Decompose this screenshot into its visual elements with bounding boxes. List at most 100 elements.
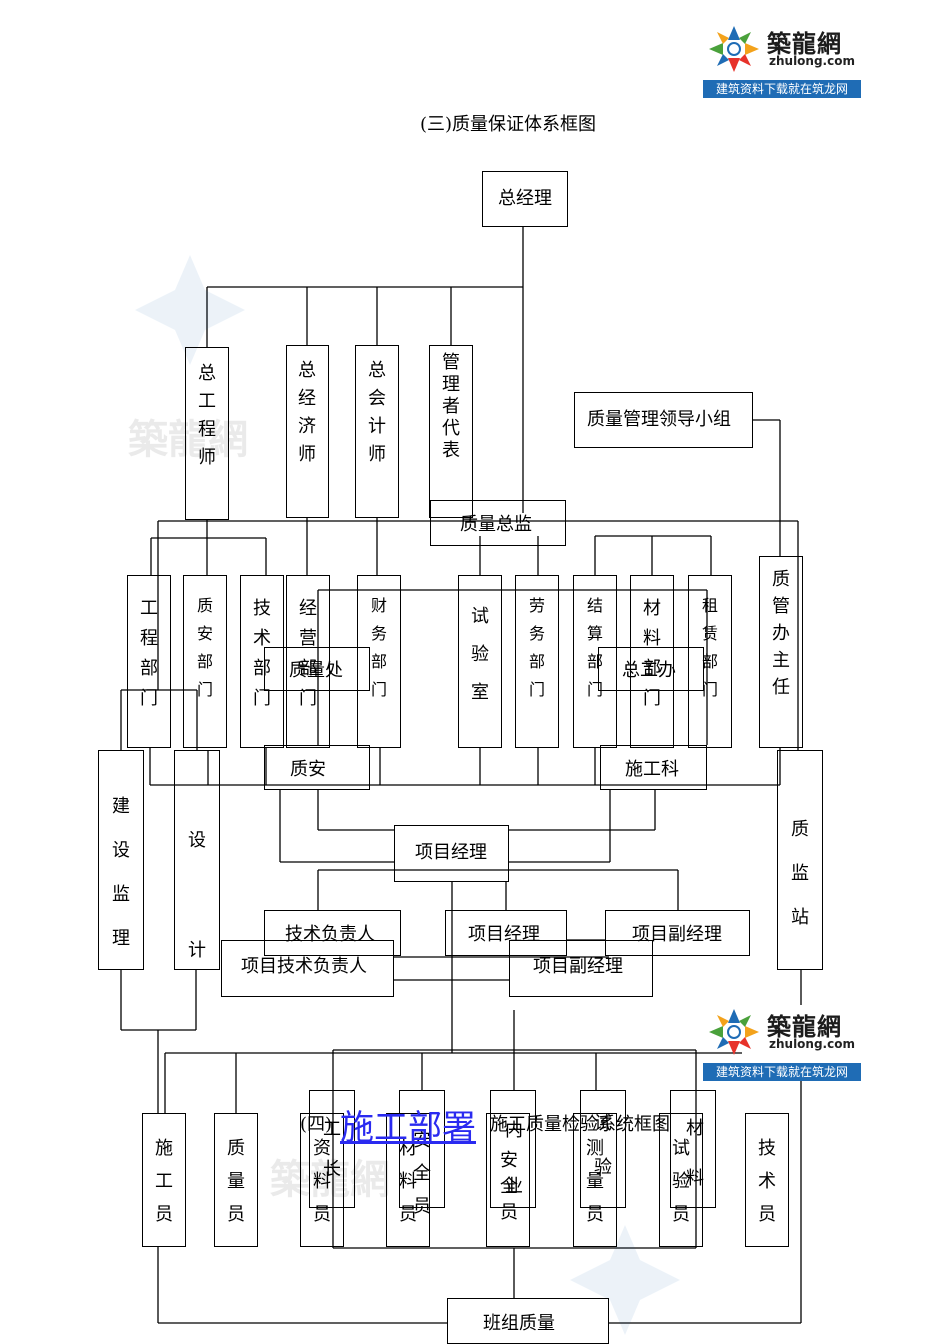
node-operations-dept-label: 经营部门: [299, 598, 317, 709]
node-construction-section: [600, 745, 707, 790]
node-mgmt-rep: [429, 345, 473, 518]
logo-tagline: 建筑资料下载就在筑龙网: [703, 80, 861, 98]
construction-deployment-link[interactable]: 施工部署: [340, 1108, 476, 1148]
node-project-manager: [394, 825, 509, 882]
node-finance-dept-label: 财务部门: [370, 596, 387, 699]
node-quality-safety-section: [264, 745, 370, 790]
node-deputy-pm-2: [509, 940, 653, 997]
node-project-tech-lead-label: 项目技术负责人: [241, 956, 367, 977]
node-chief-engineer: [185, 347, 229, 520]
node-quality-safety-dept: [183, 575, 227, 748]
node-quality-office-label: 质量处: [289, 660, 343, 681]
node-tester: [659, 1113, 703, 1247]
node-leasing-dept-label: 租赁部门: [701, 596, 718, 699]
node-materials-dept-label: 材料部门: [643, 598, 661, 709]
node-qc-director-label: 质管办主任: [772, 569, 790, 698]
node-mgmt-rep-label: 管理者代表: [442, 352, 460, 461]
node-chief-accountant: [355, 345, 399, 518]
node-supervision-label: 建设监理: [112, 796, 130, 949]
node-general-manager-label: 总经理: [498, 188, 552, 209]
node-internal-industry-label: 内业: [505, 1120, 523, 1197]
node-materials-label: 材料: [686, 1118, 704, 1189]
node-data-clerk-label: 资料员: [313, 1138, 331, 1225]
node-materials-clerk-label: 材料员: [399, 1138, 417, 1225]
node-deputy-pm-label: 项目副经理: [632, 924, 722, 945]
node-tech-lead: [264, 910, 401, 956]
node-chief-economist: [286, 345, 329, 518]
node-general-office-label: 总工办: [622, 660, 676, 681]
node-internal-industry: [486, 1113, 530, 1247]
node-technical-dept: [240, 575, 284, 748]
logo-domain: zhulong.com: [769, 1037, 855, 1051]
node-general-office: [598, 647, 704, 691]
node-quality-inspector-label: 质量员: [227, 1138, 245, 1225]
zhulong-logo-bottom: 築龍網 zhulong.com 建筑资料下载就在筑龙网: [703, 1003, 861, 1081]
node-general-manager: [482, 171, 568, 227]
node-leasing-dept: [688, 575, 732, 748]
node-engineering-dept-label: 工程部门: [140, 598, 158, 709]
node-foreman: [309, 1090, 355, 1208]
node-lab: [458, 575, 502, 748]
watermark-logo-2: [570, 1225, 680, 1335]
watermark-logo-1: [135, 255, 245, 365]
node-tech-lead-label: 技术负责人: [285, 924, 375, 945]
node-design: [174, 750, 220, 970]
node-quality-safety-dept-label: 质安部门: [196, 596, 213, 699]
watermark-text-2: 築龍網: [270, 1156, 390, 1203]
node-qc-director: [759, 556, 803, 748]
node-tester-label: 试验员: [672, 1138, 690, 1225]
node-foreman-label: 工长: [323, 1119, 341, 1180]
logo-name: 築龍網: [767, 1012, 842, 1041]
logo-name: 築龍網: [767, 29, 842, 58]
node-materials-clerk: [386, 1113, 430, 1247]
node-surveyor: [573, 1113, 617, 1247]
node-technician: [745, 1113, 789, 1247]
node-project-manager-label: 项目经理: [415, 842, 487, 863]
zhulong-mark-icon: [709, 26, 759, 72]
node-project-manager-2: [445, 910, 567, 956]
node-quality-inspector: [214, 1113, 258, 1247]
zhulong-logo-top: 築龍網 zhulong.com 建筑资料下载就在筑龙网: [703, 20, 861, 98]
node-safety-inspector-2-label: 安全员: [500, 1150, 518, 1223]
node-quality-group: [574, 392, 753, 448]
node-technical-dept-label: 技术部门: [253, 598, 271, 709]
node-safety-inspector-label: 安全员: [413, 1130, 431, 1217]
node-safety-inspector-2: [490, 1090, 536, 1208]
node-design-label: 设计: [188, 830, 206, 961]
node-safety-inspector: [399, 1090, 445, 1208]
node-test: [580, 1090, 626, 1208]
node-operations-dept: [286, 575, 330, 748]
node-finance-dept: [357, 575, 401, 748]
node-quality-safety-section-label: 质安: [290, 759, 326, 780]
node-labor-dept: [515, 575, 559, 748]
node-builder: [142, 1113, 186, 1247]
node-quality-director-label: 质量总监: [460, 514, 532, 535]
logo-tagline: 建筑资料下载就在筑龙网: [703, 1063, 861, 1081]
node-labor-dept-label: 劳务部门: [528, 596, 545, 699]
node-project-tech-lead: [221, 940, 394, 997]
node-test-label: 试验: [594, 1113, 612, 1178]
node-surveyor-label: 测量员: [586, 1138, 604, 1225]
node-quality-station: [777, 750, 823, 970]
node-chief-engineer-label: 总工程师: [198, 363, 216, 468]
node-team-quality-label: 班组质量: [483, 1313, 555, 1334]
node-technician-label: 技术员: [758, 1138, 776, 1225]
node-deputy-pm-2-label: 项目副经理: [533, 956, 623, 977]
section4-title: 施工质量检验系统框图: [490, 1114, 670, 1135]
zhulong-mark-icon: [709, 1009, 759, 1055]
node-deputy-pm: [605, 910, 750, 956]
node-materials-dept: [630, 575, 674, 748]
node-chief-accountant-label: 总会计师: [368, 360, 386, 465]
section3-title: (三)质量保证体系框图: [420, 114, 597, 135]
node-quality-director: [430, 500, 566, 546]
node-settlement-dept: [573, 575, 617, 748]
node-data-clerk: [300, 1113, 344, 1247]
node-quality-group-label: 质量管理领导小组: [587, 409, 731, 430]
node-engineering-dept: [127, 575, 171, 748]
node-builder-label: 施工员: [155, 1138, 173, 1225]
node-supervision: [98, 750, 144, 970]
node-materials: [670, 1090, 716, 1208]
node-quality-office: [264, 647, 370, 691]
node-lab-label: 试验室: [471, 606, 489, 703]
